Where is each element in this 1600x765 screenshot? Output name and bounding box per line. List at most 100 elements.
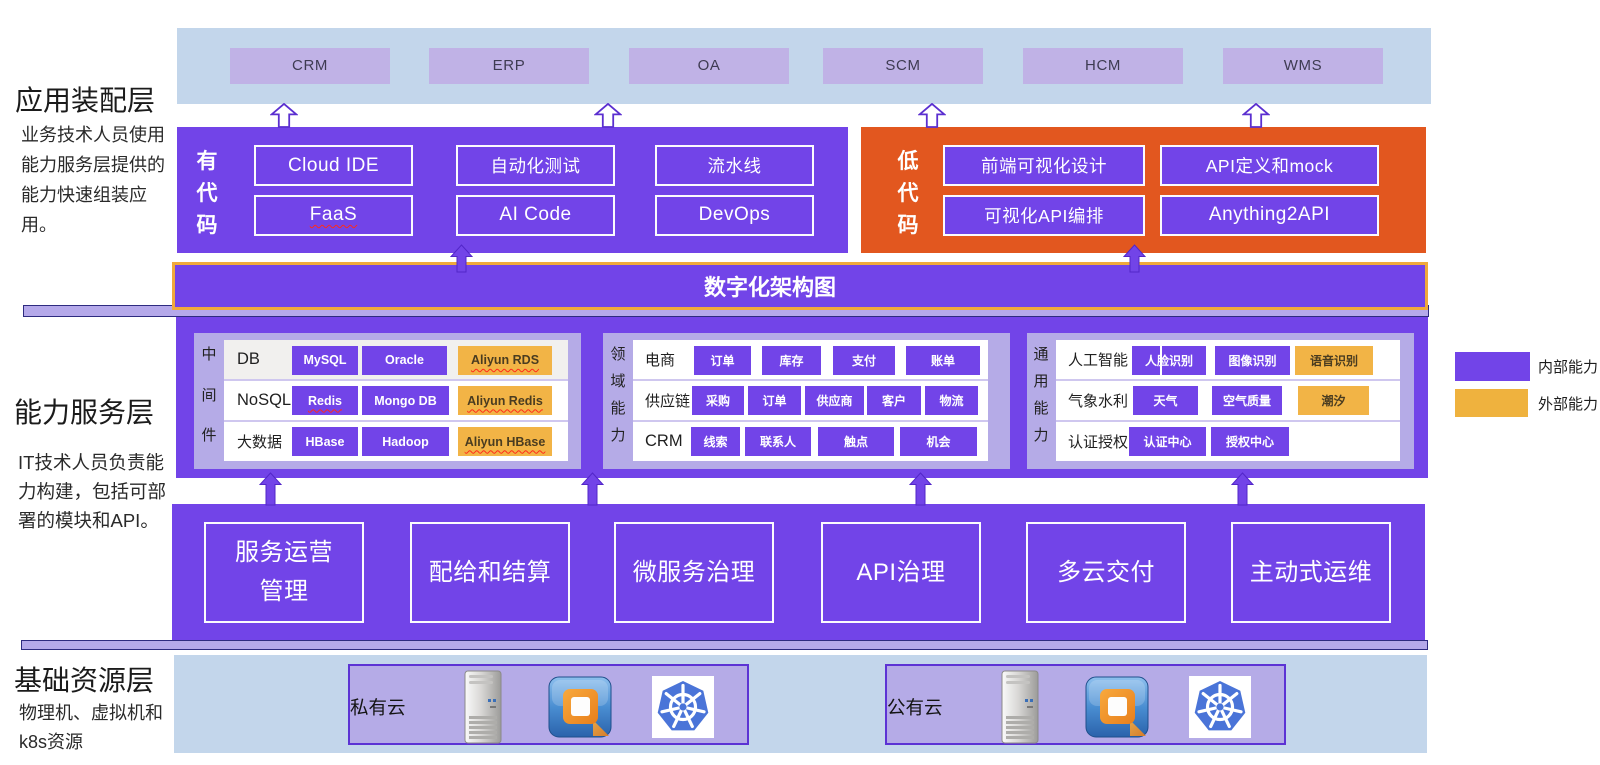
lowcode-box[interactable]: API定义和mock <box>1160 145 1379 186</box>
procode-box-label: DevOps <box>698 204 771 225</box>
lowcode-box[interactable]: 可视化API编排 <box>943 194 1145 236</box>
chip-label: 天气 <box>1153 394 1178 408</box>
app-box-oa[interactable]: OA <box>629 47 789 84</box>
capability-chip[interactable]: 供应商 <box>805 386 864 415</box>
capability-chip[interactable]: 语音识别 <box>1295 345 1373 375</box>
platform-box[interactable]: API治理 <box>821 521 981 623</box>
procode-box-label: Cloud IDE <box>287 154 380 176</box>
vlabel-char: 代 <box>196 181 218 205</box>
cloud-label: 私有云 <box>350 696 406 718</box>
chip-label: 授权中心 <box>1225 435 1274 449</box>
capability-chip[interactable]: 图像识别 <box>1215 345 1290 375</box>
capability-chip[interactable]: 订单 <box>748 386 801 415</box>
capability-chip[interactable]: 机会 <box>900 427 977 456</box>
capability-chip[interactable]: 采购 <box>692 386 744 415</box>
capability-row-label: 电商 <box>645 351 676 369</box>
capability-chip[interactable]: 库存 <box>762 345 821 375</box>
capability-chip[interactable]: MySQL <box>292 345 358 375</box>
capability-chip[interactable]: 联系人 <box>745 427 811 456</box>
architecture-bar-label: 数字化架构图 <box>703 275 836 300</box>
procode-box[interactable]: 流水线 <box>655 145 814 186</box>
capability-chip[interactable]: 支付 <box>833 345 895 375</box>
platform-box[interactable]: 配给和结算 <box>410 521 570 623</box>
app-box-scm[interactable]: SCM <box>823 47 983 84</box>
platform-box-label: 配给和结算 <box>428 558 552 586</box>
layer-desc-line: 用。 <box>21 214 57 235</box>
chip-label: Aliyun Redis <box>467 393 543 408</box>
capability-row-label: 气象水利 <box>1068 392 1129 410</box>
cloud-box-1[interactable]: 公有云 <box>885 664 1286 745</box>
legend-label-external: 外部能力 <box>1538 395 1599 413</box>
legend-label-internal: 内部能力 <box>1538 359 1599 376</box>
procode-box[interactable]: 自动化测试 <box>456 145 615 186</box>
layer-title-1: 能力服务层 <box>14 397 155 428</box>
platform-box[interactable]: 服务运营管理 <box>204 521 364 623</box>
vlabel-char: 代 <box>897 181 919 205</box>
chip-label: Aliyun HBase <box>464 434 546 449</box>
capability-row-label: 大数据 <box>237 433 283 451</box>
capability-chip[interactable]: 物流 <box>925 386 978 415</box>
platform-box[interactable]: 主动式运维 <box>1231 521 1391 623</box>
chip-label: 触点 <box>843 435 868 449</box>
app-box-erp[interactable]: ERP <box>429 47 589 84</box>
capability-chip[interactable]: HBase <box>292 427 358 456</box>
vlabel-char: 用 <box>1033 373 1049 390</box>
capability-chip[interactable]: Aliyun RDS <box>458 345 552 375</box>
capability-chip[interactable]: Mongo DB <box>362 386 449 415</box>
capability-chip[interactable]: 订单 <box>694 345 751 375</box>
capability-chip[interactable]: 线索 <box>691 427 740 456</box>
up-arrow-outline-icon <box>594 103 622 128</box>
app-box-wms[interactable]: WMS <box>1223 47 1383 84</box>
chip-label: 机会 <box>926 435 951 449</box>
architecture-bar[interactable]: 数字化架构图 <box>172 262 1428 310</box>
capability-chip[interactable]: 人脸识别 <box>1132 345 1206 375</box>
capability-row-label: 人工智能 <box>1068 351 1129 369</box>
capability-row-label: NoSQL <box>237 390 292 409</box>
chip-label: 线索 <box>703 435 728 449</box>
capability-chip[interactable]: 空气质量 <box>1212 386 1282 415</box>
capability-chip[interactable]: Hadoop <box>362 427 449 456</box>
capability-chip[interactable]: Redis <box>292 386 358 415</box>
procode-box[interactable]: AI Code <box>456 194 615 236</box>
capability-chip[interactable]: 触点 <box>818 427 894 456</box>
up-arrow-outline-icon <box>270 103 298 128</box>
capability-chip[interactable]: Oracle <box>362 345 447 375</box>
app-box-crm[interactable]: CRM <box>230 47 390 84</box>
capability-chip[interactable]: 客户 <box>867 386 921 415</box>
lowcode-box[interactable]: Anything2API <box>1160 194 1379 236</box>
up-arrow-solid-icon <box>580 472 604 506</box>
chip-label: 联系人 <box>759 435 796 449</box>
vlabel-char: 间 <box>201 386 217 404</box>
procode-box[interactable]: DevOps <box>655 194 814 236</box>
chip-label: 语音识别 <box>1309 353 1358 368</box>
application-band: CRM ERP OA SCM HCM WMS <box>177 28 1431 104</box>
capability-chip[interactable]: Aliyun HBase <box>458 427 552 456</box>
vlabel-char: 码 <box>196 213 218 237</box>
capability-chip[interactable]: 潮汐 <box>1298 386 1369 415</box>
cloud-box-0[interactable]: 私有云 <box>348 664 749 745</box>
vmware-icon <box>1084 674 1150 740</box>
capability-chip[interactable]: 账单 <box>906 345 980 375</box>
capability-chip[interactable]: 认证中心 <box>1129 427 1206 456</box>
vlabel-char: 领 <box>610 346 626 363</box>
procode-box-label: FaaS <box>309 204 358 225</box>
capability-group-label: 中间件 <box>199 347 219 443</box>
capability-chip[interactable]: Aliyun Redis <box>458 386 552 415</box>
capability-chip[interactable]: 天气 <box>1133 386 1198 415</box>
procode-box[interactable]: Cloud IDE <box>254 145 413 186</box>
layer-desc-line: 署的模块和API。 <box>18 510 159 531</box>
lowcode-box[interactable]: 前端可视化设计 <box>943 145 1145 186</box>
procode-box[interactable]: FaaS <box>254 194 413 236</box>
capability-chip[interactable]: 授权中心 <box>1211 427 1289 456</box>
platform-box[interactable]: 微服务治理 <box>614 521 774 623</box>
chip-label: 空气质量 <box>1222 394 1271 408</box>
chip-label: Mongo DB <box>374 393 437 408</box>
capability-row-label: CRM <box>645 431 683 450</box>
infrastructure-band: 私有云 公有云 <box>174 655 1427 753</box>
app-box-hcm[interactable]: HCM <box>1023 47 1183 84</box>
chip-label: 订单 <box>710 353 735 368</box>
platform-box-label: 管理 <box>259 578 309 605</box>
platform-box[interactable]: 多云交付 <box>1026 521 1186 623</box>
